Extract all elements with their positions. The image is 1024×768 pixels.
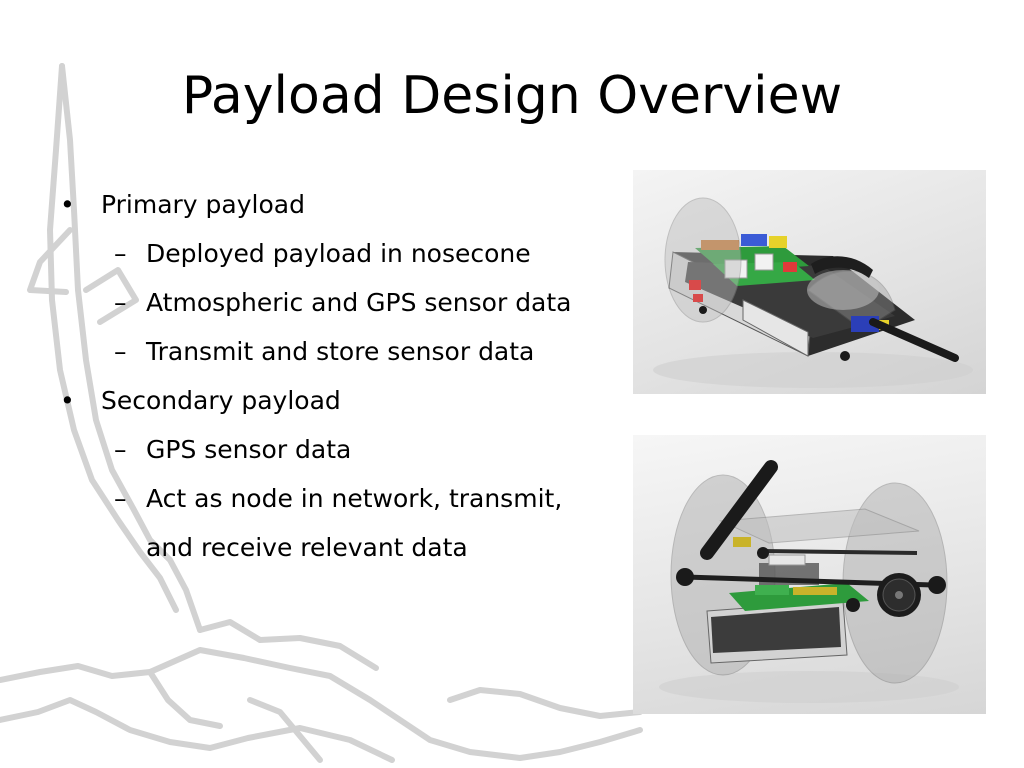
bullet-secondary-payload: • Secondary payload — [56, 376, 636, 425]
sub-bullet-continuation: and receive relevant data — [146, 533, 468, 562]
bullet-marker: • — [60, 190, 75, 219]
sub-bullet: – Deployed payload in nosecone — [56, 229, 636, 278]
bullet-list: • Primary payload – Deployed payload in … — [56, 180, 636, 572]
bullet-primary-payload: • Primary payload — [56, 180, 636, 229]
sub-bullet-text: Atmospheric and GPS sensor data — [146, 288, 572, 317]
sub-bullet-text: Deployed payload in nosecone — [146, 239, 531, 268]
slide-title: Payload Design Overview — [181, 66, 843, 126]
sub-bullet: – Act as node in network, transmit, — [56, 474, 636, 523]
bullet-text: Secondary payload — [101, 386, 341, 415]
sub-bullet-text: GPS sensor data — [146, 435, 352, 464]
sub-bullet: – Transmit and store sensor data — [56, 327, 636, 376]
sub-bullet-text: Transmit and store sensor data — [146, 337, 535, 366]
primary-payload-render — [633, 170, 986, 394]
secondary-payload-render — [633, 435, 986, 714]
sub-bullet-marker: – — [114, 337, 127, 366]
sub-bullet-marker: – — [114, 239, 127, 268]
sub-bullet-marker: – — [114, 435, 127, 464]
sub-bullet-text: Act as node in network, transmit, — [146, 484, 563, 513]
sub-bullet-marker: – — [114, 484, 127, 513]
bullet-marker: • — [60, 386, 75, 415]
sub-bullet-marker: – — [114, 288, 127, 317]
sub-bullet: – GPS sensor data — [56, 425, 636, 474]
sub-bullet: – Atmospheric and GPS sensor data — [56, 278, 636, 327]
bullet-text: Primary payload — [101, 190, 305, 219]
